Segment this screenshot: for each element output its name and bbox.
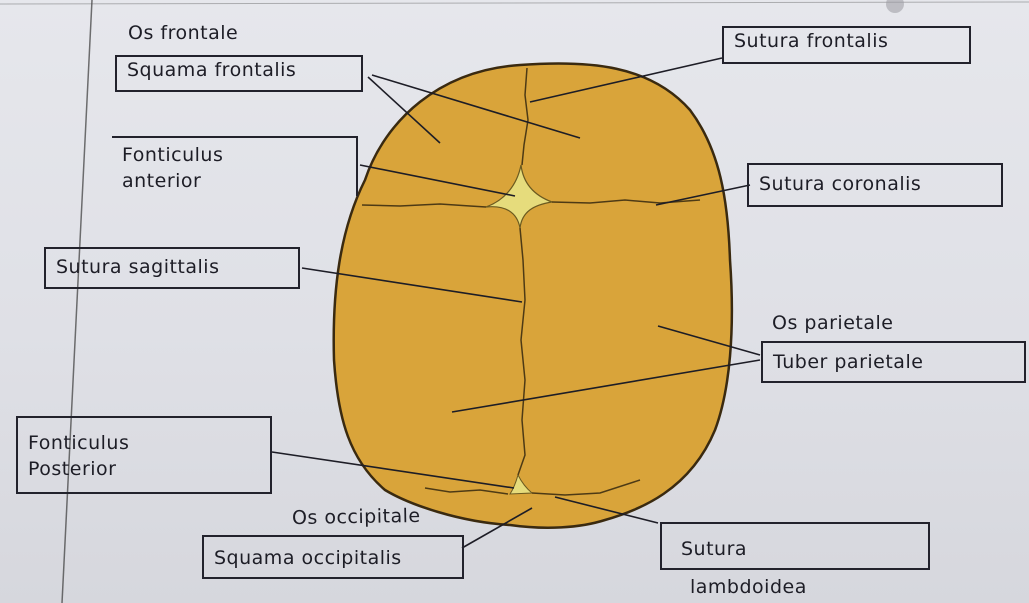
corner-mark bbox=[886, 0, 904, 13]
top-edge-line bbox=[0, 2, 1029, 4]
label-tuber-parietale: Tuber parietale bbox=[761, 341, 1026, 383]
label-squama-frontalis: Squama frontalis bbox=[115, 55, 363, 92]
label-os-parietale: Os parietale bbox=[772, 314, 893, 333]
label-fonticulus-anterior: Fonticulus anterior bbox=[112, 136, 358, 196]
label-sutura-coronalis: Sutura coronalis bbox=[747, 163, 1003, 207]
label-fonticulus-posterior-line1: Fonticulus bbox=[28, 430, 260, 456]
label-os-frontale: Os frontale bbox=[128, 24, 238, 43]
label-squama-occipitalis: Squama occipitalis bbox=[202, 535, 464, 579]
skull-outline bbox=[334, 63, 732, 527]
label-sutura-lambdoidea-line2: lambdoidea bbox=[690, 578, 807, 597]
margin-line bbox=[62, 0, 92, 603]
label-os-occipitale: Os occipitale bbox=[292, 507, 421, 528]
label-fonticulus-posterior: Fonticulus Posterior bbox=[16, 416, 272, 494]
label-sutura-sagittalis: Sutura sagittalis bbox=[44, 247, 300, 289]
label-fonticulus-posterior-line2: Posterior bbox=[28, 456, 260, 482]
label-fonticulus-anterior-line2: anterior bbox=[122, 168, 346, 194]
label-sutura-frontalis: Sutura frontalis bbox=[722, 26, 971, 64]
label-fonticulus-anterior-line1: Fonticulus bbox=[122, 142, 346, 168]
label-sutura-lambdoidea-line1: Sutura bbox=[681, 540, 747, 559]
